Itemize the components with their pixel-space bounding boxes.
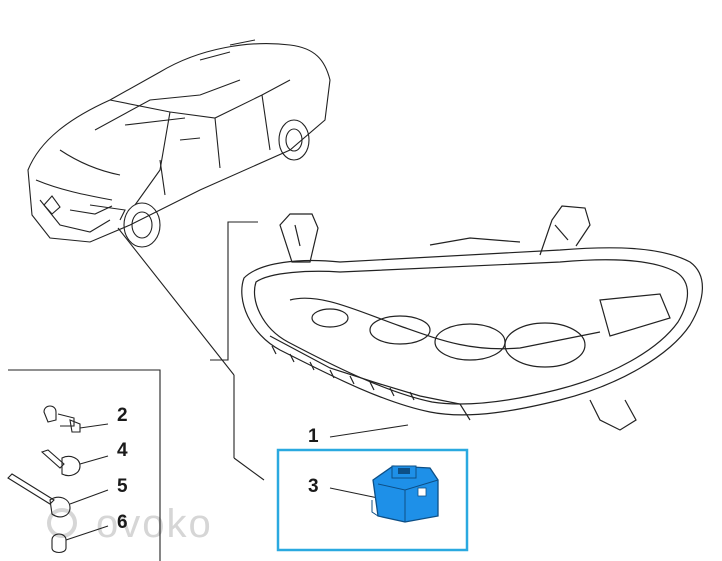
long-bolt-part [7, 473, 109, 518]
watermark: ovoko [47, 502, 213, 546]
section-bracket [210, 221, 258, 361]
car-illustration [27, 39, 331, 248]
label-long-bolt: 5 [117, 476, 128, 497]
label-module: 3 [308, 476, 319, 497]
label-bolt: 4 [117, 440, 128, 461]
module-box: 3 [276, 448, 469, 552]
hardware-panel-bracket [8, 369, 161, 561]
leader-car-to-headlamp [117, 227, 265, 481]
label-screw: 2 [117, 405, 128, 426]
highlight-frame [276, 448, 469, 552]
screw-part [43, 405, 109, 433]
headlamp-illustration [241, 205, 703, 431]
label-nut: 6 [117, 512, 128, 533]
watermark-text: ovoko [96, 502, 213, 546]
nut-part [51, 525, 109, 554]
bolt-part [40, 449, 109, 477]
control-module [371, 465, 439, 523]
callout-headlamp: 1 [308, 424, 409, 447]
label-headlamp: 1 [308, 426, 319, 447]
